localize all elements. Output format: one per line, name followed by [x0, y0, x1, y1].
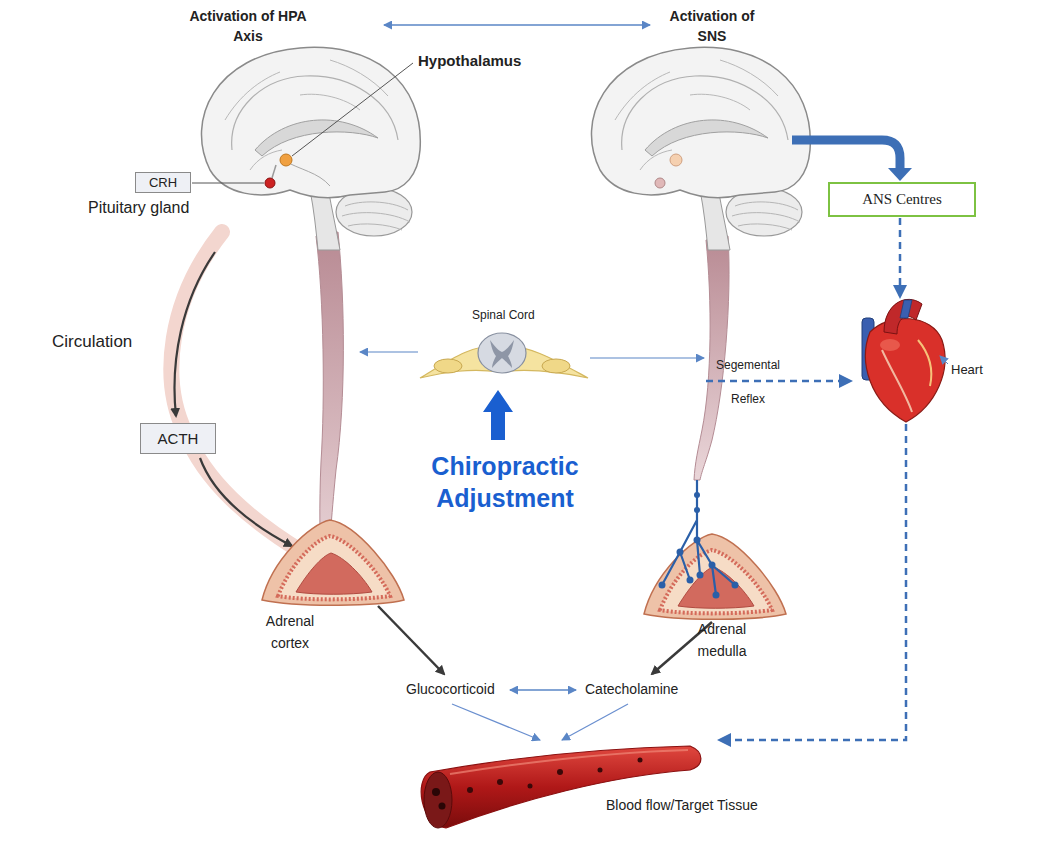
dashed-arrow: [720, 424, 906, 740]
blood-vessel: [421, 746, 701, 828]
part-label: Hypothalamus: [418, 52, 521, 70]
hormone-box: CRH: [135, 172, 191, 193]
heading: Activation of HPA Axis: [188, 6, 308, 46]
adrenal-gland: [644, 480, 786, 619]
heading: Activation of SNS: [657, 6, 767, 46]
link-arrow: [590, 357, 704, 358]
leader-line: [292, 63, 413, 156]
hormone-box: ACTH: [140, 423, 216, 454]
adrenal-gland: [262, 520, 404, 605]
link-arrow: [384, 24, 650, 25]
box-text: ANS Centres: [862, 191, 942, 208]
hormone-arrow: [378, 606, 444, 674]
ans-arrow: [792, 140, 900, 170]
heart-illustration: [862, 299, 945, 422]
link-arrow: [360, 351, 418, 352]
box-text: CRH: [149, 175, 177, 190]
part-label: Pituitary gland: [88, 198, 189, 217]
part-label: Spinal Cord: [472, 308, 535, 322]
part-label: Adrenal medulla: [684, 618, 760, 662]
part-label: Blood flow/Target Tissue: [606, 797, 758, 814]
part-label: Heart: [951, 362, 983, 378]
ans-arrowhead: [888, 168, 912, 181]
hormone-label: Glucocorticoid: [406, 681, 495, 698]
dashed-arrow: [899, 218, 902, 296]
brain-right: [591, 47, 810, 480]
link-arrow: [562, 704, 628, 740]
spinal-cord-section: [420, 333, 588, 378]
hormone-label: Catecholamine: [585, 681, 678, 698]
intervention-label: Chiropractic Adjustment: [400, 450, 610, 514]
circulation-arrows: [171, 232, 302, 552]
box-text: ACTH: [158, 430, 199, 447]
process-box: ANS Centres: [828, 182, 976, 217]
link-arrow: [452, 704, 540, 740]
dashed-arrow: [706, 380, 850, 383]
reflex-label: Segemental Reflex: [705, 348, 791, 416]
part-label: Adrenal cortex: [254, 610, 326, 654]
leader-line: [940, 356, 948, 364]
process-label: Circulation: [52, 332, 132, 352]
adjustment-arrow: [483, 390, 513, 440]
link-arrow: [510, 689, 576, 690]
leader-line: [192, 183, 264, 184]
